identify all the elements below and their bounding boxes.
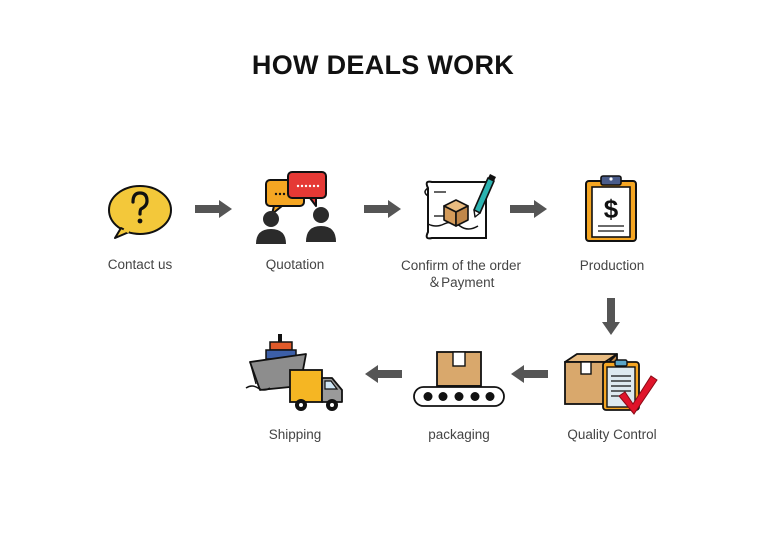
question-bubble-icon	[108, 185, 172, 239]
svg-text:$: $	[604, 194, 619, 224]
check-icon	[618, 375, 658, 415]
step-label: Confirm of the order	[400, 258, 522, 273]
step-production: $ Production	[537, 174, 687, 284]
arrow-right-icon	[195, 200, 232, 218]
dollar-clipboard-icon: $	[585, 175, 637, 242]
arrow-left-icon	[365, 365, 402, 383]
arrow-down-icon	[602, 298, 620, 335]
conveyor-box-icon	[413, 351, 505, 407]
step-label: Shipping	[268, 427, 322, 442]
step-label: Quotation	[265, 257, 325, 272]
arrow-left-icon	[511, 365, 548, 383]
arrow-right-icon	[364, 200, 401, 218]
step-label: Quality Control	[567, 427, 657, 442]
step-contact-us: Contact us	[65, 178, 215, 278]
step-label: Contact us	[107, 257, 173, 272]
step-packaging: packaging	[384, 348, 534, 448]
step-quotation: Quotation	[220, 168, 370, 278]
step-shipping: Shipping	[220, 332, 370, 448]
step-label-second-line: ＆Payment	[427, 275, 495, 290]
step-label: Production	[579, 258, 645, 273]
box-checklist-icon	[564, 353, 658, 415]
step-quality-control: Quality Control	[537, 348, 687, 448]
step-label: packaging	[428, 427, 490, 442]
ship-truck-icon	[245, 334, 343, 411]
blueprint-box-icon	[424, 174, 496, 240]
chat-people-icon	[256, 171, 336, 244]
step-confirm-order: Confirm of the order ＆Payment	[386, 172, 536, 292]
arrow-right-icon	[510, 200, 547, 218]
page-title: HOW DEALS WORK	[251, 50, 515, 80]
